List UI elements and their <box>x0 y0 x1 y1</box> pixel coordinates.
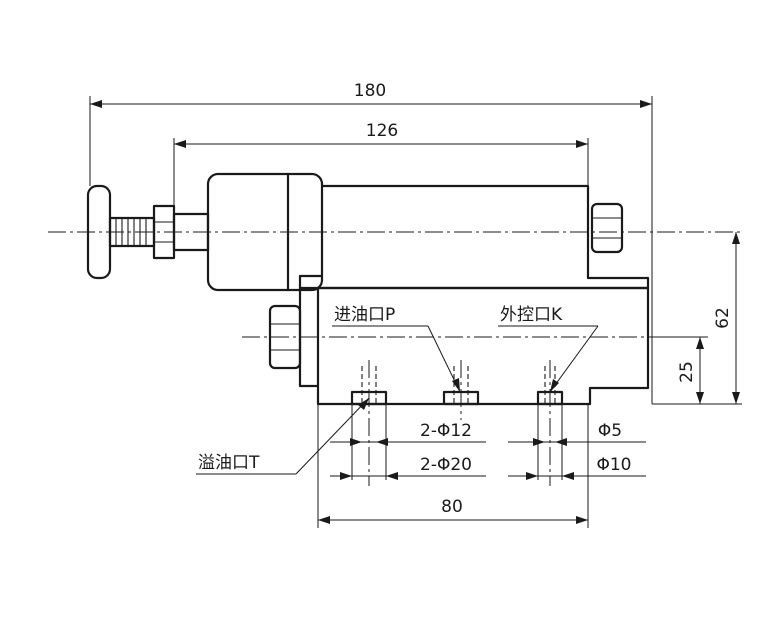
dim-80-label: 80 <box>441 497 463 517</box>
dim-126-label: 126 <box>366 121 398 141</box>
label-overflow-t-group: 溢油口T <box>196 397 370 475</box>
label-inlet-p-group: 进油口P <box>332 305 461 393</box>
dim-port-small: 2-Φ12 <box>330 421 486 446</box>
dim-phi5-label: Φ5 <box>598 421 622 441</box>
main-body <box>298 184 650 290</box>
dim-2-phi20-label: 2-Φ20 <box>420 455 472 475</box>
dim-port-large: 2-Φ20 <box>330 455 486 480</box>
label-inlet-p: 进油口P <box>334 305 395 325</box>
dim-2-phi12-label: 2-Φ12 <box>420 421 472 441</box>
dim-body-length: 126 <box>174 121 588 148</box>
label-control-k: 外控口K <box>500 305 563 325</box>
dim-height-total: 62 <box>713 232 740 404</box>
dim-control-large: Φ10 <box>508 455 646 480</box>
dim-25-label: 25 <box>677 361 697 383</box>
dim-base-length: 80 <box>318 497 588 524</box>
label-overflow-t: 溢油口T <box>198 453 260 473</box>
dim-control-small: Φ5 <box>508 421 646 446</box>
end-plug-nut <box>590 202 624 254</box>
dim-overall-length: 180 <box>90 81 652 108</box>
dim-height-ports: 25 <box>677 337 704 404</box>
dim-62-label: 62 <box>713 307 733 329</box>
extension-lines <box>89 96 742 528</box>
dim-phi10-label: Φ10 <box>596 455 631 475</box>
center-lines <box>48 231 740 486</box>
valve-body <box>86 172 650 406</box>
label-control-k-group: 外控口K <box>498 305 599 393</box>
dim-180-label: 180 <box>354 81 386 101</box>
